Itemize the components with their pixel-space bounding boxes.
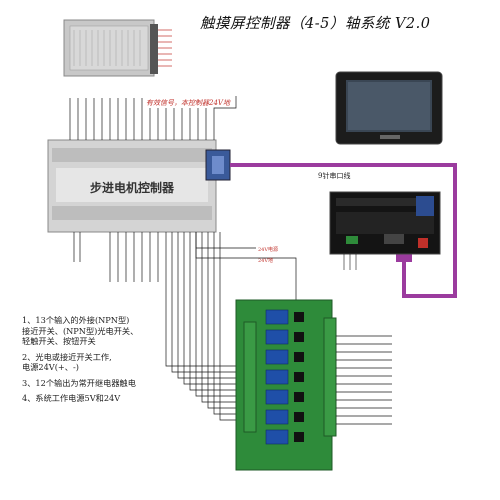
relay-output-wires — [336, 335, 392, 425]
relay-power-label: 24V电源 — [258, 246, 278, 253]
note-4: 4、系统工作电源5V和24V — [22, 393, 121, 403]
serial-controller — [329, 191, 441, 255]
power-supply — [63, 19, 172, 77]
diagram-title: 触摸屏控制器（4-5）轴系统 V2.0 — [200, 16, 431, 32]
serial-controller-leads — [343, 254, 357, 270]
relay-board — [235, 299, 337, 471]
out-power-label: 24V地 — [258, 257, 273, 264]
note-1: 1、13个输入的外接(NPN型) 接近开关、(NPN型)光电开关、 轻触开关、按… — [22, 315, 139, 346]
touch-screen — [335, 71, 443, 145]
serial-cable-label: 9针串口线 — [318, 171, 350, 180]
note-2: 2、光电或接近开关工作, 电源24V(+、-) — [22, 351, 112, 373]
note-3: 3、12个输出为常开继电器触电 — [22, 377, 136, 388]
notes-list: 1、13个输入的外接(NPN型) 接近开关、(NPN型)光电开关、 轻触开关、按… — [22, 315, 212, 409]
valid-signal-label: 有效信号，本控制器24V地 — [146, 99, 231, 107]
input-wires-top — [69, 96, 237, 140]
stepper-controller — [47, 139, 231, 233]
serial-cable — [230, 163, 457, 298]
controller-label: 步进电机控制器 — [90, 180, 175, 195]
